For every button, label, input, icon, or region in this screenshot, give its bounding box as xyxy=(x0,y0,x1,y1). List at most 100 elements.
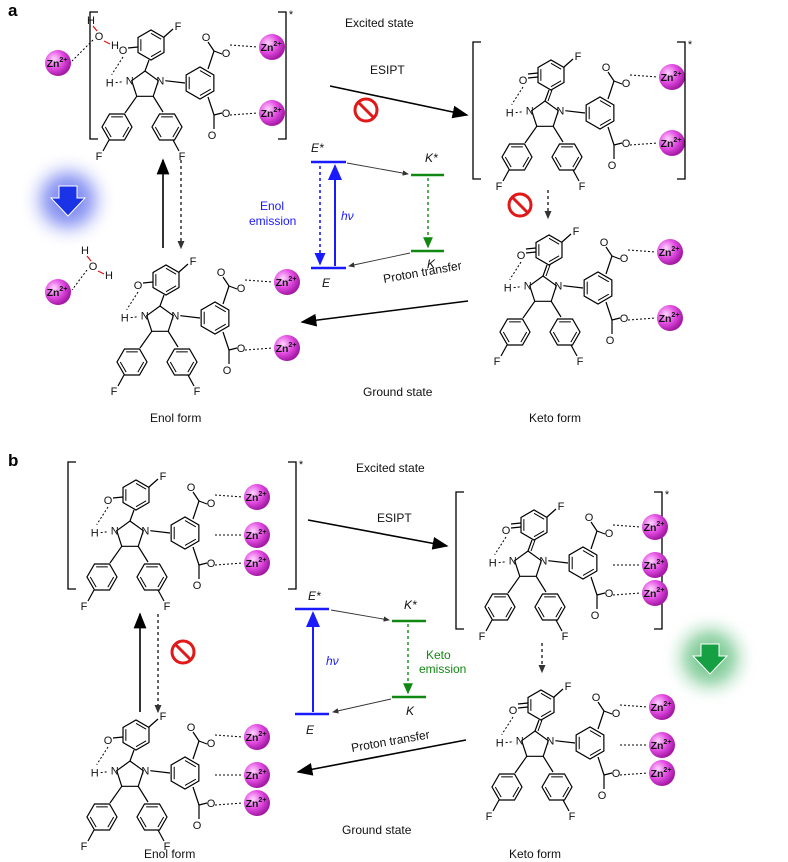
bracket-left xyxy=(455,491,464,630)
ring-double-bond xyxy=(555,606,563,618)
benzene-ring xyxy=(136,563,168,591)
oxygen-label: O xyxy=(605,588,614,600)
ring-double-bond xyxy=(199,70,212,78)
zn-ion: Zn2+ xyxy=(274,269,300,295)
bond xyxy=(590,521,598,532)
bond xyxy=(222,276,230,287)
zn-ball xyxy=(244,790,270,816)
zn-ball xyxy=(45,279,71,305)
ring-double-bond xyxy=(199,88,212,96)
bond xyxy=(603,710,613,715)
oxygen-label: O xyxy=(104,495,113,507)
panel-a-proton-transfer-label: Proton transfer xyxy=(382,258,463,286)
benzene-ring xyxy=(122,719,150,751)
benzene-ring xyxy=(541,773,573,801)
bond xyxy=(537,719,543,732)
oxygen-label: O xyxy=(134,280,143,292)
bond xyxy=(109,545,123,564)
oxygen-label: O xyxy=(187,482,196,494)
benzene-ring xyxy=(86,563,118,591)
ring-double-bond xyxy=(137,361,145,373)
imidazole-ring xyxy=(530,100,560,127)
ring-double-bond xyxy=(119,361,127,373)
excited-state-asterisk: * xyxy=(688,39,693,51)
zn-charge: 2+ xyxy=(258,491,266,498)
panel-b-e-star-label: E* xyxy=(308,589,321,603)
water-hydrogen: H xyxy=(81,245,89,257)
bond xyxy=(524,125,538,144)
bond xyxy=(244,279,274,283)
imidazole-ring xyxy=(513,550,543,577)
oxygen-label: O xyxy=(519,75,528,87)
panel-b-proton-transfer-arrow xyxy=(296,739,467,776)
panel-b-ground-state-label: Ground state xyxy=(342,823,412,837)
panel-a-enol-emission-glow-arrow xyxy=(40,172,96,228)
bond xyxy=(590,576,598,596)
bond xyxy=(603,772,613,776)
ring-double-bond xyxy=(89,816,97,828)
bond xyxy=(514,755,528,774)
prohibited-slash xyxy=(357,101,375,119)
benzene-ring xyxy=(136,803,168,831)
bond xyxy=(607,71,615,82)
benzene-ring xyxy=(122,479,150,511)
fluorine-label: F xyxy=(573,226,580,238)
oxygen-label: O xyxy=(620,313,629,325)
bond xyxy=(597,701,605,712)
panel-b-esipt-label: ESIPT xyxy=(377,511,412,525)
bond xyxy=(555,740,576,744)
bond xyxy=(611,255,621,260)
bond xyxy=(492,799,500,812)
benzene-ring xyxy=(166,348,198,376)
bond xyxy=(86,255,92,262)
zn-ion: Zn2+ xyxy=(642,552,668,578)
fluorine-label: F xyxy=(175,21,182,33)
bond xyxy=(522,300,536,319)
bracket-right: * xyxy=(278,9,294,140)
bond xyxy=(192,491,200,502)
ring-double-bond xyxy=(135,740,147,748)
bracket-left xyxy=(67,461,76,590)
bond xyxy=(222,331,230,351)
ring-double-bond xyxy=(135,722,147,730)
panel-a-keto-form-label: Keto form xyxy=(529,411,581,425)
bond xyxy=(229,44,259,48)
excited-state-asterisk: * xyxy=(665,489,670,501)
bond xyxy=(502,169,510,182)
bond xyxy=(527,76,539,79)
bond xyxy=(109,785,123,804)
imidazole-ring xyxy=(115,520,145,547)
bond xyxy=(192,546,200,566)
nitrogen-label: N xyxy=(126,76,134,88)
oxygen-label: O xyxy=(612,708,621,720)
panel-a-esipt-label: ESIPT xyxy=(370,63,405,77)
zn-ion: Zn2+ xyxy=(259,34,285,60)
bond xyxy=(596,530,606,535)
fluorine-label: F xyxy=(569,811,576,823)
benzene-ring xyxy=(568,546,598,580)
ring-double-bond xyxy=(512,786,520,798)
panel-a-esipt-arrow xyxy=(329,85,469,119)
panel-a-e-label: E xyxy=(322,276,331,290)
bond xyxy=(613,142,623,146)
benzene-ring xyxy=(499,318,531,346)
ring-double-bond xyxy=(520,331,528,343)
zn-ion: Zn2+ xyxy=(274,335,300,361)
bracket-path xyxy=(278,11,287,140)
zn-ion: Zn2+ xyxy=(659,130,685,156)
bracket-path xyxy=(288,461,297,590)
benzene-ring xyxy=(484,593,516,621)
bond xyxy=(112,496,124,499)
water-hydrogen: H xyxy=(87,15,95,27)
bond xyxy=(494,536,507,555)
bond xyxy=(198,802,208,806)
zn-ball xyxy=(259,34,285,60)
ring-double-bond xyxy=(597,275,610,283)
panel-b-e-label: E xyxy=(306,723,315,737)
panel-a-k-star-label: K* xyxy=(425,151,438,165)
bond xyxy=(198,500,208,505)
bond xyxy=(178,263,189,273)
zn-ion: Zn2+ xyxy=(244,762,270,788)
oxygen-label: O xyxy=(605,528,614,540)
